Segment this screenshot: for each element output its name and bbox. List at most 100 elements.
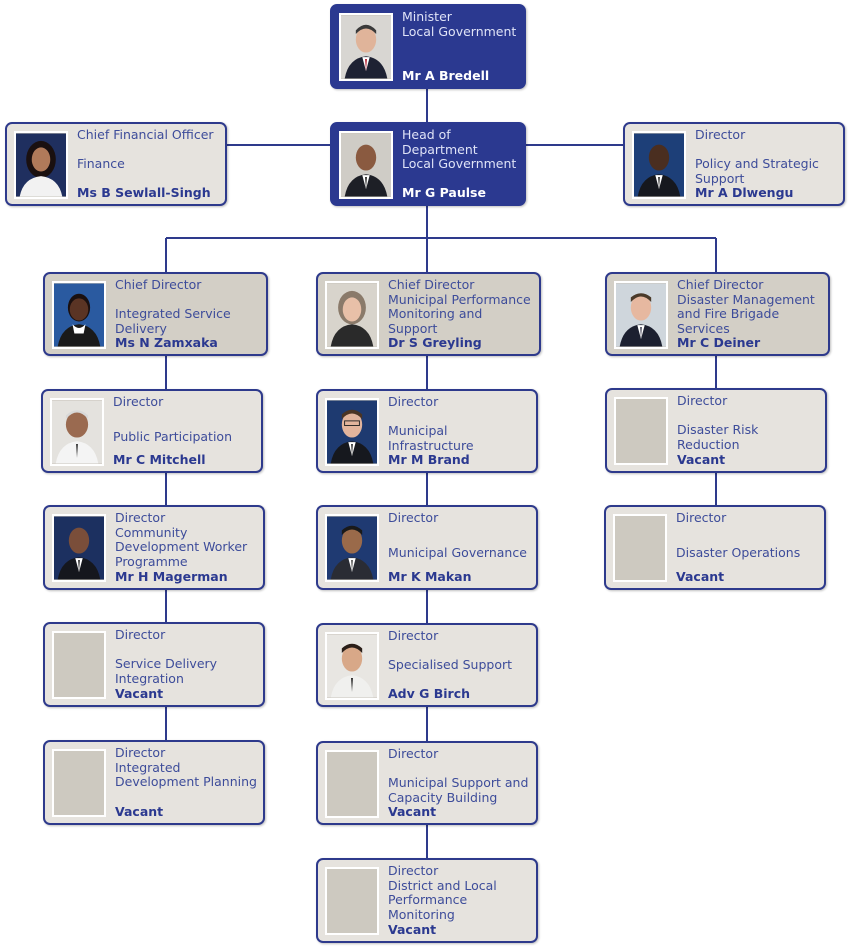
node-text: Director Disaster Risk Reduction Vacant bbox=[677, 393, 821, 467]
portrait-photo bbox=[339, 131, 393, 199]
node-title: Director bbox=[115, 510, 166, 525]
node-text: Director Specialised Support Adv G Birch bbox=[388, 628, 532, 701]
node-department: Disaster Risk Reduction bbox=[677, 422, 759, 452]
node-department: Municipal Support and Capacity Building bbox=[388, 775, 529, 805]
node-text: Director Disaster Operations Vacant bbox=[676, 510, 820, 584]
portrait-photo bbox=[52, 514, 106, 582]
portrait-photo bbox=[52, 281, 106, 349]
node-title: Director bbox=[388, 510, 439, 525]
org-node-director-sdi[interactable]: Director Service Delivery Integration Va… bbox=[43, 622, 265, 707]
node-title: Director bbox=[695, 127, 746, 142]
org-node-director-policy[interactable]: Director Policy and Strategic Support Mr… bbox=[623, 122, 845, 206]
node-department: Disaster Operations bbox=[676, 545, 801, 560]
node-department: Municipal Infrastructure bbox=[388, 423, 474, 453]
node-department: District and Local Performance Monitorin… bbox=[388, 877, 497, 922]
node-text: Director Public Participation Mr C Mitch… bbox=[113, 394, 257, 467]
node-person-name: Vacant bbox=[115, 803, 164, 819]
org-node-director-dlpm[interactable]: Director District and Local Performance … bbox=[316, 858, 538, 943]
node-department: Municipal Governance bbox=[388, 545, 527, 560]
portrait-photo bbox=[339, 13, 393, 81]
node-department: Municipal Performance Monitoring and Sup… bbox=[388, 291, 531, 336]
node-text: Chief Director Integrated Service Delive… bbox=[115, 277, 262, 350]
node-person-name: Mr A Dlwengu bbox=[695, 184, 794, 200]
node-text: Director Service Delivery Integration Va… bbox=[115, 627, 259, 701]
portrait-photo bbox=[325, 632, 379, 700]
node-person-name: Mr A Bredell bbox=[402, 67, 490, 83]
node-text: Director Integrated Development Planning… bbox=[115, 745, 259, 819]
node-person-name: Mr H Magerman bbox=[115, 568, 228, 584]
node-person-name: Ms B Sewlall-Singh bbox=[77, 184, 211, 200]
vacant-photo-placeholder bbox=[325, 750, 379, 818]
node-text: Director Community Development Worker Pr… bbox=[115, 510, 259, 584]
node-person-name: Vacant bbox=[115, 685, 164, 701]
node-person-name: Vacant bbox=[677, 451, 726, 467]
org-node-chief-director-mpms[interactable]: Chief Director Municipal Performance Mon… bbox=[316, 272, 541, 356]
node-department: Public Participation bbox=[113, 429, 233, 444]
node-person-name: Vacant bbox=[388, 803, 437, 819]
node-title: Head of Department bbox=[402, 127, 478, 157]
node-person-name: Mr K Makan bbox=[388, 568, 472, 584]
vacant-photo-placeholder bbox=[614, 397, 668, 465]
node-title: Chief Director bbox=[115, 277, 202, 292]
node-text: Chief Financial Officer Finance Ms B Sew… bbox=[77, 127, 221, 200]
node-title: Director bbox=[677, 393, 728, 408]
node-title: Director bbox=[113, 394, 164, 409]
node-title: Chief Financial Officer bbox=[77, 127, 214, 142]
portrait-photo bbox=[325, 398, 379, 466]
org-node-director-mg[interactable]: Director Municipal Governance Mr K Makan bbox=[316, 505, 538, 590]
node-department: Specialised Support bbox=[388, 657, 513, 672]
node-title: Minister bbox=[402, 9, 452, 24]
org-node-director-ss[interactable]: Director Specialised Support Adv G Birch bbox=[316, 623, 538, 707]
node-title: Chief Director bbox=[677, 277, 764, 292]
node-person-name: Mr C Deiner bbox=[677, 334, 761, 350]
org-node-director-mi[interactable]: Director Municipal Infrastructure Mr M B… bbox=[316, 389, 538, 473]
vacant-photo-placeholder bbox=[52, 749, 106, 817]
org-node-director-do[interactable]: Director Disaster Operations Vacant bbox=[604, 505, 826, 590]
node-department: Community Development Worker Programme bbox=[115, 524, 248, 569]
org-node-director-drr[interactable]: Director Disaster Risk Reduction Vacant bbox=[605, 388, 827, 473]
node-department: Integrated Development Planning bbox=[115, 759, 257, 789]
portrait-photo bbox=[614, 281, 668, 349]
node-text: Head of Department Local Government Mr G… bbox=[402, 127, 520, 200]
node-person-name: Ms N Zamxaka bbox=[115, 334, 218, 350]
node-person-name: Vacant bbox=[388, 921, 437, 937]
node-department: Finance bbox=[77, 156, 125, 171]
node-text: Director Municipal Governance Mr K Makan bbox=[388, 510, 532, 584]
node-department: Local Government bbox=[402, 156, 517, 171]
org-node-director-mscb[interactable]: Director Municipal Support and Capacity … bbox=[316, 741, 538, 825]
node-title: Director bbox=[115, 627, 166, 642]
org-node-chief-director-isd[interactable]: Chief Director Integrated Service Delive… bbox=[43, 272, 268, 356]
portrait-photo bbox=[325, 514, 379, 582]
node-person-name: Mr M Brand bbox=[388, 451, 470, 467]
node-person-name: Vacant bbox=[676, 568, 725, 584]
org-node-cfo[interactable]: Chief Financial Officer Finance Ms B Sew… bbox=[5, 122, 227, 206]
node-text: Director District and Local Performance … bbox=[388, 863, 532, 937]
portrait-photo bbox=[325, 281, 379, 349]
org-node-chief-director-dmfb[interactable]: Chief Director Disaster Management and F… bbox=[605, 272, 830, 356]
node-department: Local Government bbox=[402, 23, 517, 39]
vacant-photo-placeholder bbox=[613, 514, 667, 582]
node-text: Minister Local Government Mr A Bredell bbox=[402, 9, 520, 83]
org-node-minister[interactable]: Minister Local Government Mr A Bredell bbox=[330, 4, 526, 89]
node-text: Chief Director Municipal Performance Mon… bbox=[388, 277, 535, 350]
org-node-head-of-department[interactable]: Head of Department Local Government Mr G… bbox=[330, 122, 526, 206]
node-title: Director bbox=[676, 510, 727, 525]
node-title: Director bbox=[388, 628, 439, 643]
vacant-photo-placeholder bbox=[325, 867, 379, 935]
node-text: Director Municipal Support and Capacity … bbox=[388, 746, 532, 819]
node-title: Director bbox=[388, 394, 439, 409]
node-department: Service Delivery Integration bbox=[115, 656, 218, 686]
node-title: Director bbox=[388, 863, 439, 878]
org-node-director-idp[interactable]: Director Integrated Development Planning… bbox=[43, 740, 265, 825]
portrait-photo bbox=[50, 398, 104, 466]
node-person-name: Mr G Paulse bbox=[402, 184, 486, 200]
vacant-photo-placeholder bbox=[52, 631, 106, 699]
portrait-photo bbox=[14, 131, 68, 199]
node-person-name: Mr C Mitchell bbox=[113, 451, 206, 467]
org-node-director-public-participation[interactable]: Director Public Participation Mr C Mitch… bbox=[41, 389, 263, 473]
org-node-director-cdw[interactable]: Director Community Development Worker Pr… bbox=[43, 505, 265, 590]
node-department: Policy and Strategic Support bbox=[695, 156, 819, 186]
node-title: Director bbox=[388, 746, 439, 761]
node-person-name: Adv G Birch bbox=[388, 685, 471, 701]
